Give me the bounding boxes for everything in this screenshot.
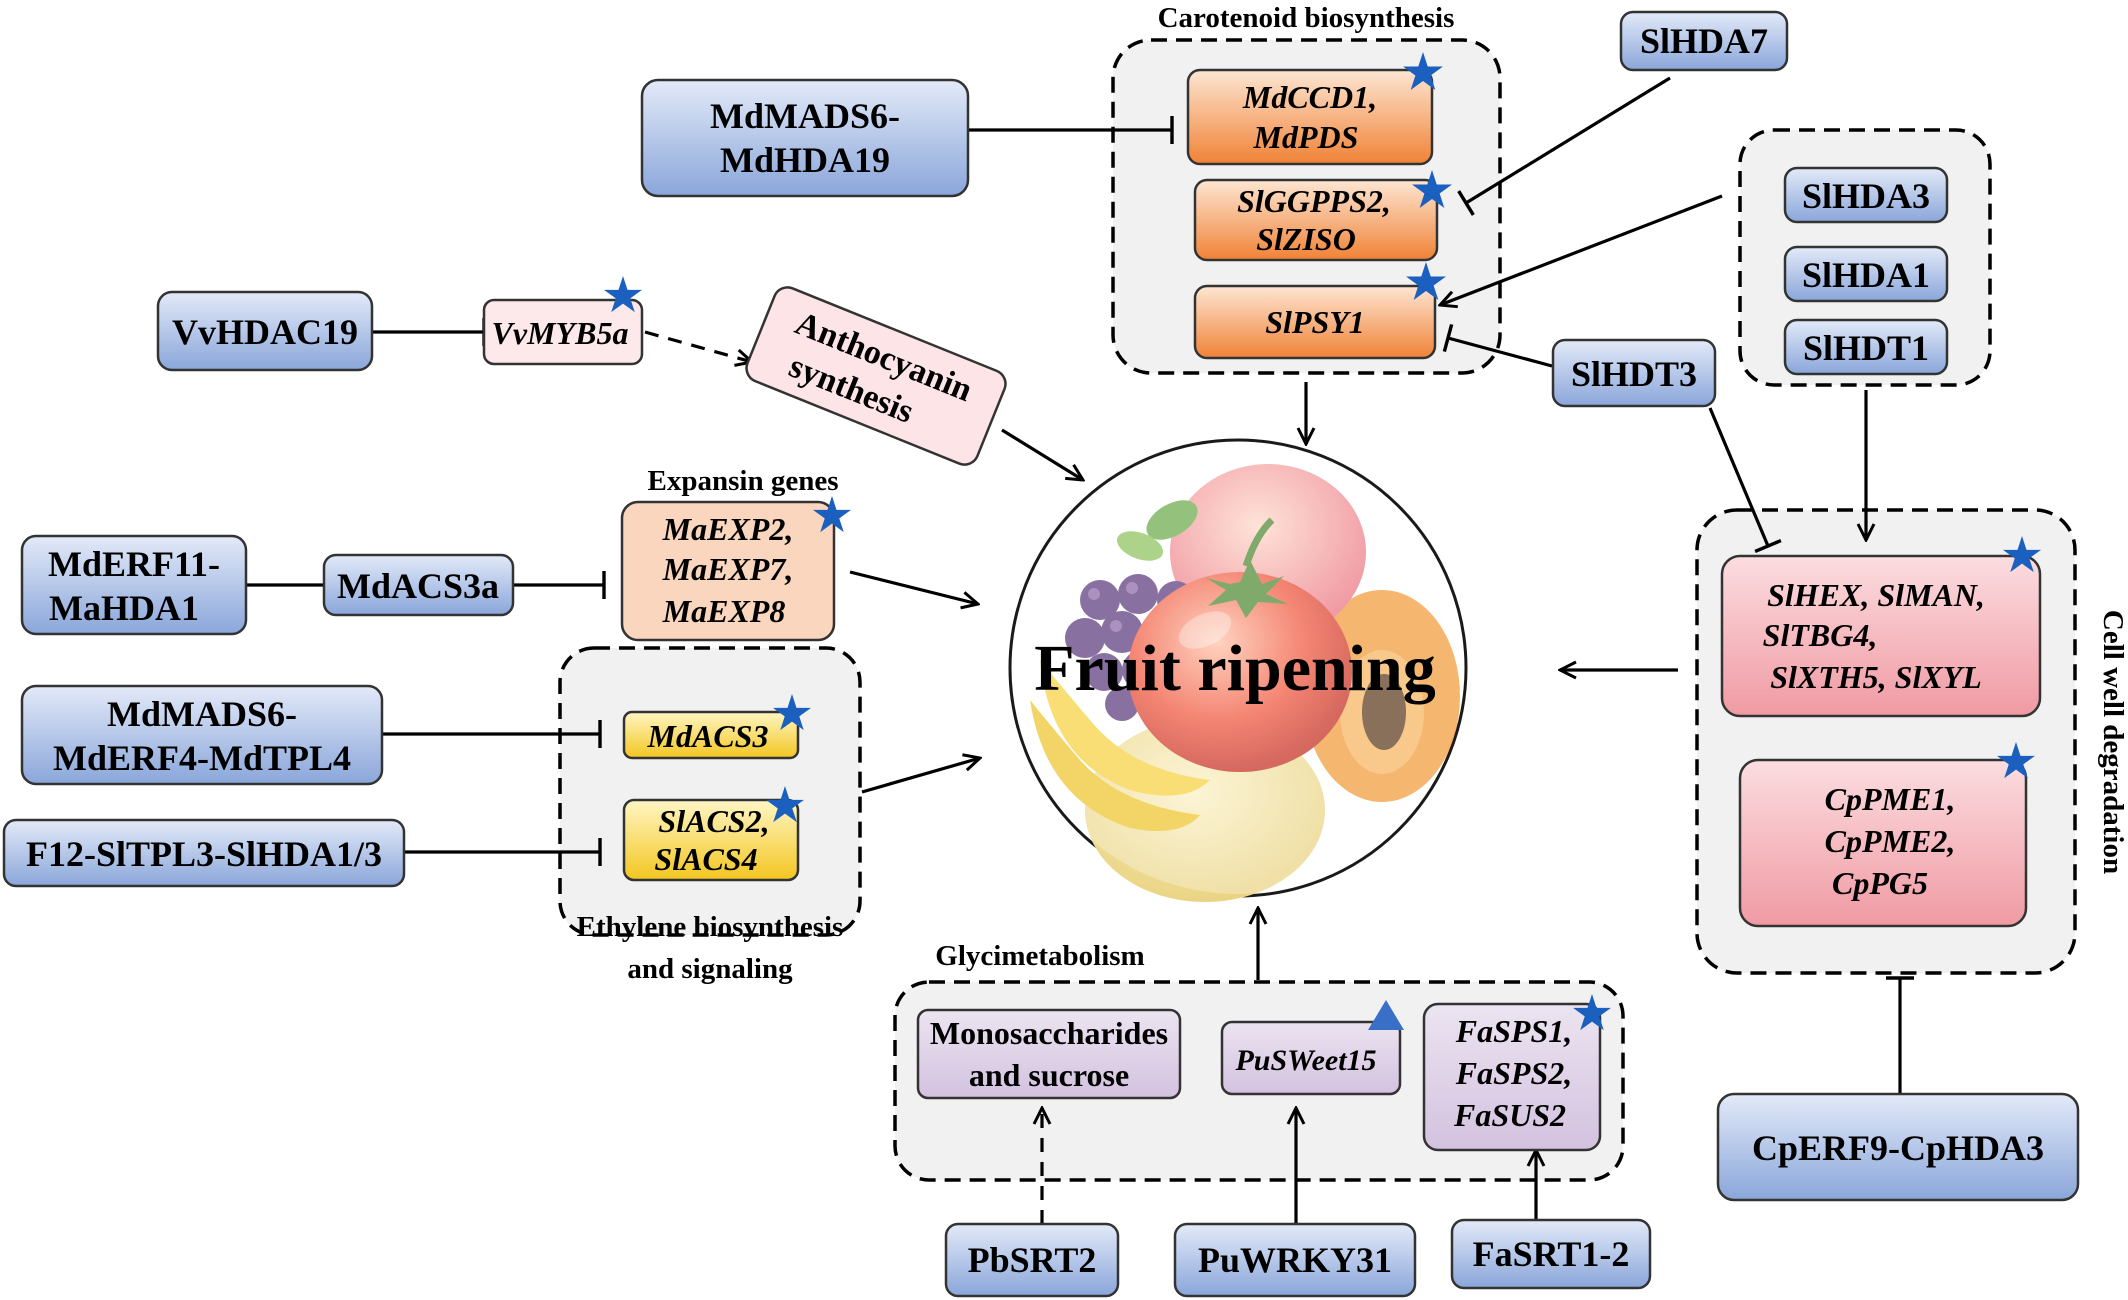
edge-slhdt3-inhibits-slpsy1 [1442, 324, 1553, 368]
edge-slhda7-inhibits-slggpps2 [1457, 76, 1671, 216]
regulator-mderf11-mahda1-line1: MdERF11- [48, 544, 220, 584]
gene-puswet15-label: PuSWeet15 [1234, 1044, 1376, 1077]
gene-cppme-group: CpPME1, CpPME2, CpPG5 [1738, 742, 2036, 928]
regulator-slhdt1: SlHDT1 [1783, 318, 1949, 376]
cellwall-group-title: Cell well degradation [2097, 610, 2128, 874]
regulator-mderf11-mahda1-line2: MaHDA1 [49, 588, 199, 628]
regulator-slhdt3: SlHDT3 [1551, 338, 1717, 408]
gene-fasps: FaSPS1, FaSPS2, FaSUS2 [1422, 994, 1612, 1152]
regulator-f12-sltpl3-slhda13: F12-SlTPL3-SlHDA1/3 [2, 818, 406, 888]
edge-slhda-group-activates-slpsy1 [1440, 194, 1723, 305]
gene-slhex-group: SlHEX, SlMAN, SlTBG4, SlXTH5, SlXYL [1720, 536, 2042, 718]
edges [246, 76, 1914, 1224]
gene-monosaccharides-sucrose: Monosaccharides and sucrose [916, 1008, 1182, 1100]
regulator-mdmads6-mdhda19-line2: MdHDA19 [720, 140, 890, 180]
edge-vvmyb5a-to-anthocyanin [644, 330, 752, 362]
fruit-illustration-icon [1012, 442, 1464, 902]
gene-fasps-line1: FaSPS1, [1455, 1013, 1572, 1049]
edge-slhdt3-inhibits-slhex [1708, 407, 1782, 553]
gene-mdccd1-mdpds: MdCCD1, MdPDS [1186, 52, 1443, 166]
regulator-cperf9-cphda3: CpERF9-CpHDA3 [1716, 1092, 2080, 1202]
regulator-slhdt1-label: SlHDT1 [1803, 328, 1929, 368]
regulator-fasrt1-2-label: FaSRT1-2 [1473, 1234, 1630, 1274]
regulator-mdmads6-mderf4-line2: MdERF4-MdTPL4 [53, 738, 351, 778]
regulator-pbsrt2: PbSRT2 [944, 1222, 1120, 1298]
gene-monosaccharides-line2: and sucrose [969, 1057, 1129, 1093]
regulator-slhda7: SlHDA7 [1619, 10, 1789, 72]
gene-cppme-line3: CpPG5 [1832, 865, 1928, 901]
gene-slacs2-line1: SlACS2, [658, 803, 769, 839]
gene-slacs2-line2: SlACS4 [654, 841, 757, 877]
gene-maexp-line2: MaEXP7, [662, 551, 794, 587]
glycometabolism-group-title: Glycimetabolism [935, 940, 1144, 972]
ethylene-group-title-line2: and signaling [627, 953, 793, 985]
ethylene-group [558, 646, 862, 937]
regulator-slhdt3-label: SlHDT3 [1571, 354, 1697, 394]
regulator-vvhdac19: VvHDAC19 [156, 290, 374, 372]
gene-anthocyanin-synthesis: Anthocyanin synthesis [745, 286, 1007, 466]
regulator-mdacs3a: MdACS3a [322, 553, 515, 617]
gene-slhex-line2: SlTBG4, [1763, 617, 1878, 653]
gene-slacs2-slacs4: SlACS2, SlACS4 [622, 786, 805, 882]
regulator-mdmads6-mderf4-mdtpl4: MdMADS6- MdERF4-MdTPL4 [20, 684, 384, 786]
regulator-mderf11-mahda1: MdERF11- MaHDA1 [20, 534, 248, 636]
regulator-vvhdac19-label: VvHDAC19 [172, 312, 358, 352]
gene-slpsy1: SlPSY1 [1193, 262, 1446, 360]
gene-slpsy1-label: SlPSY1 [1265, 304, 1365, 340]
gene-slggpps2-slziso: SlGGPPS2, SlZISO [1193, 170, 1452, 262]
regulator-fasrt1-2: FaSRT1-2 [1450, 1218, 1652, 1290]
gene-slggpps2-line1: SlGGPPS2, [1237, 183, 1391, 219]
regulator-puwrky31-label: PuWRKY31 [1198, 1240, 1392, 1280]
edge-ethylene-to-ripening [861, 758, 980, 794]
regulator-pbsrt2-label: PbSRT2 [968, 1240, 1097, 1280]
ethylene-group-title-line1: Ethylene biosynthesis [577, 911, 844, 943]
gene-maexp: MaEXP2, MaEXP7, MaEXP8 [620, 496, 852, 642]
regulator-puwrky31: PuWRKY31 [1173, 1222, 1417, 1298]
gene-slggpps2-line2: SlZISO [1256, 221, 1356, 257]
edge-maexp-to-ripening [849, 570, 978, 604]
triangle-marker-icon [1368, 1000, 1404, 1030]
gene-maexp-line3: MaEXP8 [662, 593, 786, 629]
gene-puswet15: PuSWeet15 [1220, 1000, 1404, 1096]
gene-slhex-line1: SlHEX, SlMAN, [1767, 577, 1985, 613]
fruit-ripening-center: Fruit ripening [1008, 438, 1468, 902]
gene-cppme-line2: CpPME2, [1825, 823, 1956, 859]
gene-cppme-line1: CpPME1, [1825, 781, 1956, 817]
gene-vvmyb5a: VvMYB5a [482, 276, 644, 366]
gene-mdccd1-line1: MdCCD1, [1242, 79, 1377, 115]
gene-vvmyb5a-label: VvMYB5a [492, 315, 629, 351]
gene-monosaccharides-line1: Monosaccharides [930, 1015, 1168, 1051]
gene-fasps-line3: FaSUS2 [1453, 1097, 1566, 1133]
regulator-slhda3-label: SlHDA3 [1802, 176, 1930, 216]
regulator-slhda1-label: SlHDA1 [1802, 255, 1930, 295]
regulator-slhda7-label: SlHDA7 [1640, 21, 1768, 61]
gene-mdacs3: MdACS3 [622, 694, 812, 760]
gene-mdacs3-label: MdACS3 [647, 718, 769, 754]
regulator-mdmads6-mderf4-line1: MdMADS6- [107, 694, 297, 734]
regulator-mdmads6-mdhda19-line1: MdMADS6- [710, 96, 900, 136]
gene-mdccd1-line2: MdPDS [1253, 119, 1359, 155]
gene-fasps-line2: FaSPS2, [1455, 1055, 1572, 1091]
gene-maexp-line1: MaEXP2, [662, 511, 794, 547]
carotenoid-group-title: Carotenoid biosynthesis [1158, 2, 1455, 34]
regulator-slhda3: SlHDA3 [1783, 166, 1949, 224]
gene-slhex-line3: SlXTH5, SlXYL [1770, 659, 1982, 695]
fruit-ripening-label: Fruit ripening [1034, 632, 1436, 705]
edge-anthocyanin-to-ripening [1001, 428, 1083, 480]
regulator-f12-sltpl3-label: F12-SlTPL3-SlHDA1/3 [26, 834, 382, 874]
regulator-mdmads6-mdhda19: MdMADS6- MdHDA19 [640, 78, 970, 198]
regulator-cperf9-cphda3-label: CpERF9-CpHDA3 [1752, 1128, 2044, 1168]
regulator-mdacs3a-label: MdACS3a [337, 566, 499, 606]
expansin-group-title: Expansin genes [648, 465, 839, 497]
regulator-slhda1: SlHDA1 [1783, 245, 1949, 303]
